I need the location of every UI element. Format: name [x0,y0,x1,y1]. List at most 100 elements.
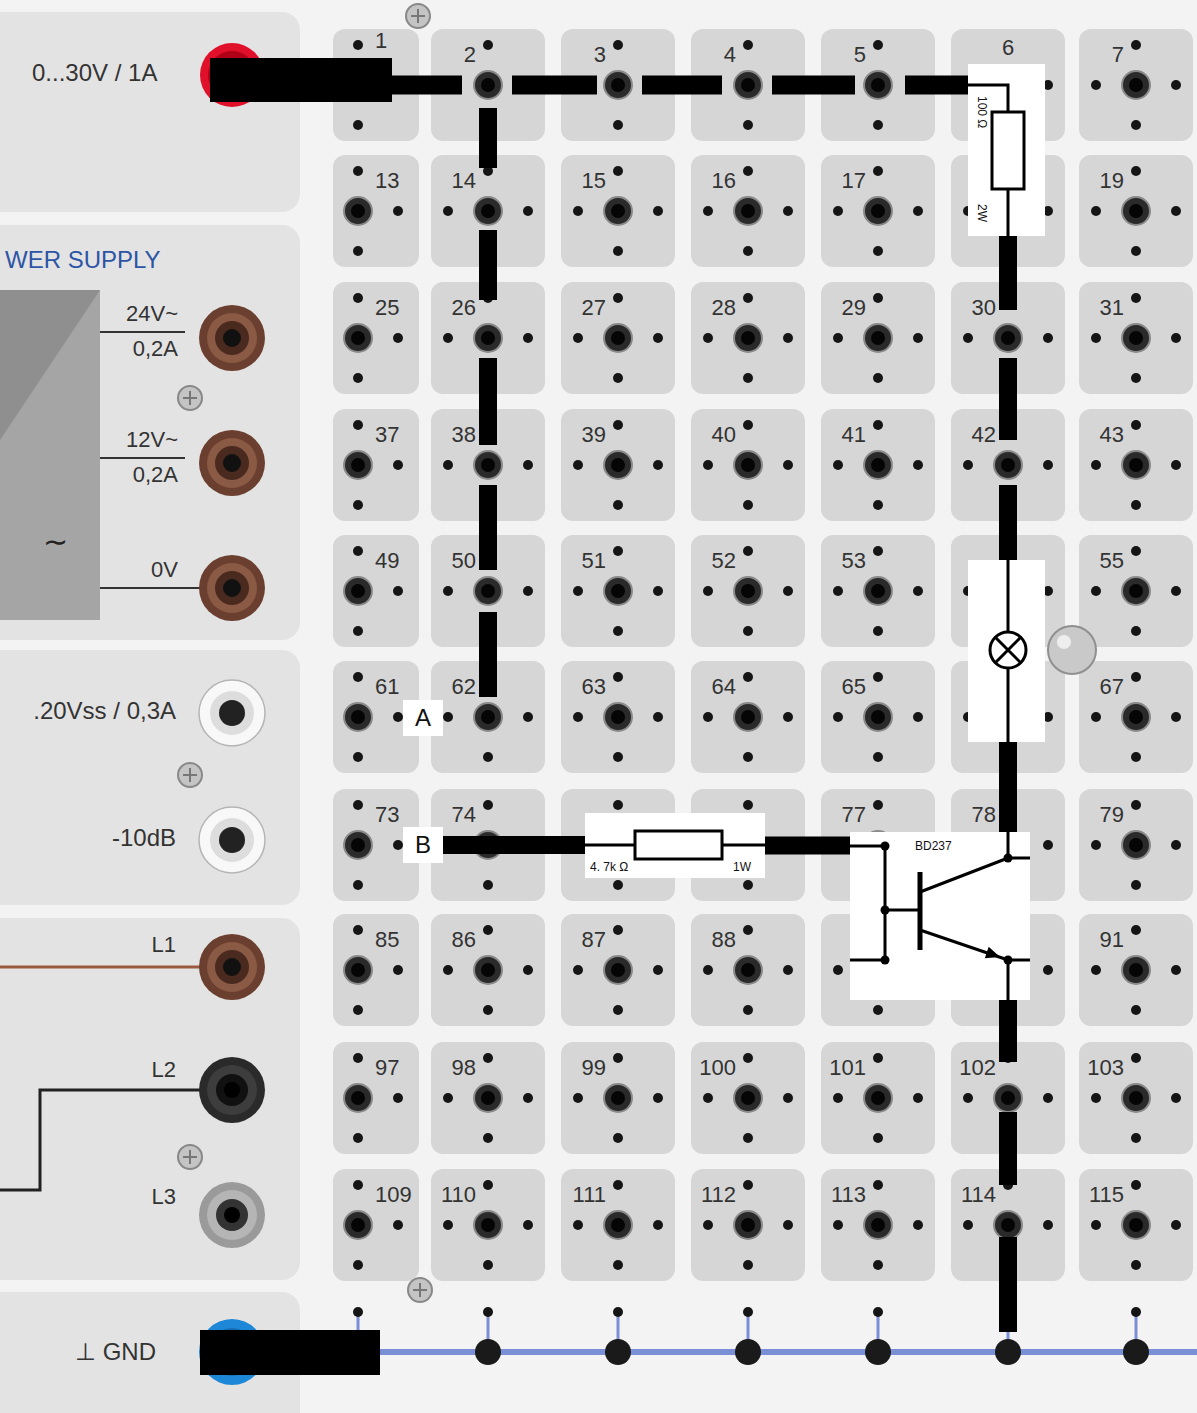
socket-pin [1131,626,1141,636]
wire-bridge [772,76,855,95]
socket-hole [1122,197,1150,225]
socket-hole-core [871,78,885,92]
socket-pin [483,880,493,890]
socket-number: 5 [852,43,868,67]
socket-number: 16 [710,169,738,193]
socket-pin [1091,80,1101,90]
socket-hole [604,703,632,731]
socket-cell [333,914,419,1026]
socket-pin [353,1260,363,1270]
socket-pin [1043,1093,1053,1103]
socket-hole-core [871,458,885,472]
socket-pin [783,333,793,343]
socket-pin [833,333,843,343]
socket-pin [873,120,883,130]
socket-cell [431,1169,545,1281]
socket-pin [1091,460,1101,470]
socket-pin [703,460,713,470]
socket-pin [393,1220,403,1230]
socket-pin [1043,965,1053,975]
socket-pin [873,293,883,303]
socket-hole-core [351,710,365,724]
socket-pin [1171,80,1181,90]
wire-connector [443,836,585,854]
screw-slot [183,1150,197,1164]
socket-pin [523,1220,533,1230]
socket-cell [821,282,935,394]
brown-socket [215,571,249,605]
socket-hole-core [1129,204,1143,218]
socket-hole [344,1211,372,1239]
panel-section [0,225,300,640]
socket-pin [873,40,883,50]
socket-hole [1122,324,1150,352]
socket-cell [691,914,805,1026]
socket-pin [873,1053,883,1063]
socket-hole [474,956,502,984]
socket-pin [613,752,623,762]
socket-hole-core [1129,78,1143,92]
socket-cell [821,155,935,267]
resistor-symbol [635,831,722,859]
socket-pin [523,206,533,216]
wire-bridge [479,358,497,445]
point-box: A [403,700,443,736]
wire-bridge [479,230,497,300]
socket-number: 31 [1098,296,1126,320]
socket-hole-core [611,963,625,977]
socket-hole-core [871,1091,885,1105]
panel-label: ⊥ GND [75,1339,156,1365]
socket-hole [1122,956,1150,984]
socket-hole [734,1084,762,1112]
socket-pin [353,246,363,256]
socket-pin [1043,460,1053,470]
white-socket [219,827,245,853]
socket-pin [1131,246,1141,256]
socket-number: 6 [1000,36,1016,60]
socket-pin [613,120,623,130]
socket-pin [1131,546,1141,556]
socket-cell [691,661,805,773]
socket-hole-core [611,1091,625,1105]
socket-pin [613,925,623,935]
socket-pin [523,586,533,596]
socket-number: 52 [710,549,738,573]
socket-hole [1122,577,1150,605]
socket-pin [353,120,363,130]
brown-socket [215,950,249,984]
socket-hole [344,324,372,352]
socket-pin [913,586,923,596]
socket-pin [613,1133,623,1143]
ground-rail [380,1349,1197,1355]
socket-pin [613,800,623,810]
socket-hole-core [611,584,625,598]
socket-pin [613,626,623,636]
socket-pin [873,1260,883,1270]
socket-hole [474,1084,502,1112]
socket-pin [573,712,583,722]
white-socket [219,700,245,726]
transformer-block [0,290,100,620]
socket-hole-core [351,963,365,977]
ground-pin [353,1307,363,1317]
socket-number: 109 [373,1183,414,1207]
socket-pin [1091,840,1101,850]
socket-pin [743,880,753,890]
socket-number: 111 [571,1183,608,1207]
socket-hole [864,1084,892,1112]
socket-pin [573,586,583,596]
ground-socket [735,1339,761,1365]
socket-pin [913,712,923,722]
panel-section [0,650,300,905]
brown-socket [223,958,241,976]
socket-pin [743,672,753,682]
socket-pin [1171,840,1181,850]
module-ground [585,813,765,878]
socket-hole-core [741,710,755,724]
socket-pin [613,293,623,303]
socket-number: 77 [840,803,868,827]
module-ground [403,827,443,863]
socket-pin [963,1093,973,1103]
symbol-line [920,930,1030,1000]
socket-pin [353,1180,363,1190]
